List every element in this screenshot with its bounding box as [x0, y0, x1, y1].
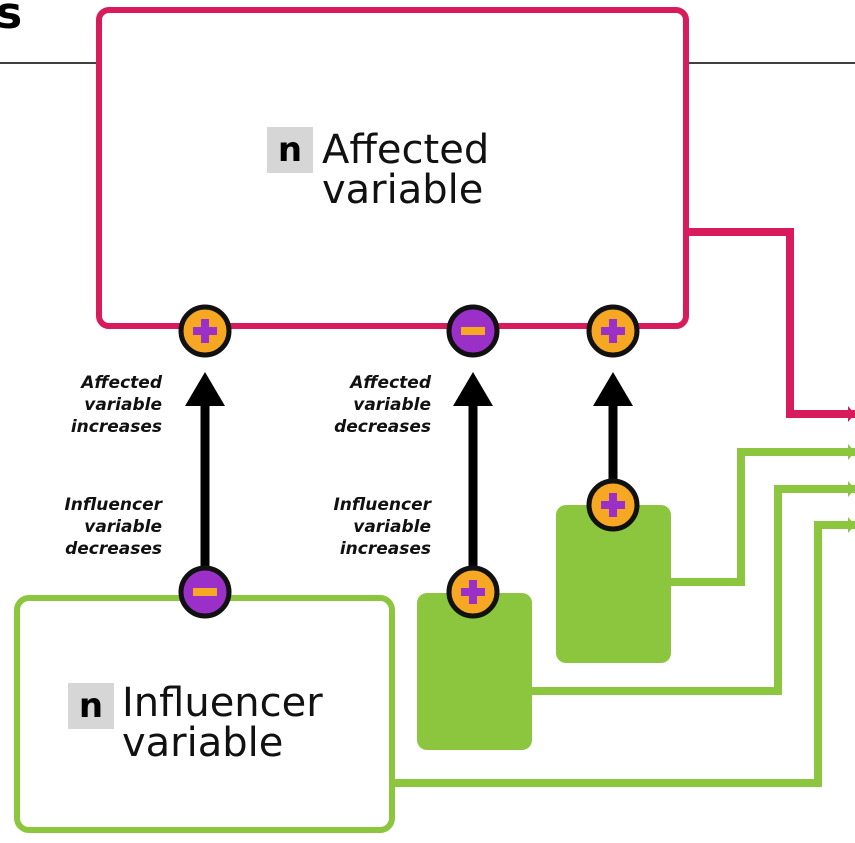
arrowhead-green-3 — [848, 517, 855, 533]
arrowhead-left — [185, 372, 225, 406]
influencer-label-line1: Influencer — [122, 680, 323, 726]
arrowhead-right — [593, 372, 633, 406]
plus-icon — [586, 478, 640, 532]
influencer-box-filled-right — [556, 505, 671, 663]
affected-n-badge: n — [267, 127, 313, 173]
title-fragment: s — [0, 0, 23, 39]
minus-icon — [446, 304, 500, 358]
connector-small-box-2 — [532, 485, 855, 695]
middle-effect-label: Affected variable decreases — [334, 373, 431, 437]
left-cause-label: Influencer variable decreases — [64, 495, 162, 559]
influencer-n-badge: n — [68, 683, 114, 729]
arrowhead-green-2 — [848, 481, 855, 497]
plus-icon — [446, 565, 500, 619]
affected-label-line1: Affected — [322, 127, 490, 173]
minus-icon — [178, 565, 232, 619]
plus-icon — [178, 304, 232, 358]
connector-influencer — [395, 521, 855, 787]
left-effect-label: Affected variable increases — [70, 373, 162, 437]
connector-small-box-1 — [670, 448, 855, 586]
arrowhead-green-1 — [848, 444, 855, 460]
affected-variable-box — [96, 7, 689, 329]
connector-affected — [688, 228, 855, 418]
affected-label-line2: variable — [322, 167, 484, 213]
arrowhead-pink — [848, 406, 855, 422]
middle-cause-label: Influencer variable increases — [333, 495, 431, 559]
influencer-box-filled-middle — [417, 593, 532, 750]
arrowhead-middle — [453, 372, 493, 406]
plus-icon — [586, 304, 640, 358]
influencer-label-line2: variable — [122, 720, 284, 766]
